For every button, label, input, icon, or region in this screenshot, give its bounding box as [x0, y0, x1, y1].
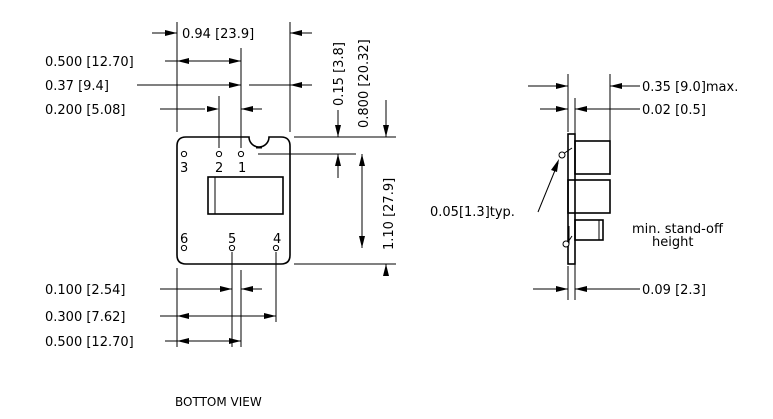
pin-6-pad: [180, 244, 188, 252]
dim-500-top: 0.500 [12.70]: [45, 48, 242, 148]
component-outline: [176, 136, 291, 265]
dim-bottom: 0.100 [2.54] 0.300 [7.62] 0.500 [12.70]: [45, 252, 277, 350]
label-200: 0.200 [5.08]: [45, 103, 125, 118]
label-0800: 0.800 [20.32]: [357, 39, 372, 128]
label-standoff-line1: min. stand-off: [632, 222, 724, 237]
label-standoff-value: 0.09 [2.3]: [642, 283, 706, 298]
label-side-max: 0.35 [9.0]max.: [642, 80, 738, 95]
dim-side-max: 0.35 [9.0]max. 0.02 [0.5]: [528, 74, 738, 175]
pin-3-pad: [180, 150, 188, 158]
side-view: 0.35 [9.0]max. 0.02 [0.5] 0.05[1.3]t: [430, 74, 738, 300]
caption-bottom-view: BOTTOM VIEW: [175, 395, 262, 409]
label-top-width: 0.94 [23.9]: [182, 27, 254, 42]
label-standoff-line2: height: [652, 235, 693, 250]
pin-4-pad: [272, 244, 280, 252]
pin-1-pad: [237, 150, 245, 158]
bottom-view: 3 2 1 6 5 4 0.94 [23.9] 0.500 [12.70]: [45, 22, 397, 409]
leader-lead-diameter: 0.05[1.3]typ.: [430, 159, 559, 220]
pin-label-4: 4: [273, 232, 281, 247]
dim-200: 0.200 [5.08]: [45, 96, 262, 148]
label-015: 0.15 [3.8]: [332, 42, 347, 106]
pin-label-6: 6: [180, 232, 188, 247]
label-side-tab: 0.02 [0.5]: [642, 103, 706, 118]
core-window: [207, 176, 284, 215]
dim-right-vertical: 0.15 [3.8] 0.800 [20.32] 1.10 [27.9]: [258, 39, 397, 276]
label-500-top: 0.500 [12.70]: [45, 55, 134, 70]
pin-label-5: 5: [228, 232, 236, 247]
label-500-bottom: 0.500 [12.70]: [45, 335, 134, 350]
pin-label-3: 3: [180, 161, 188, 176]
label-100: 0.100 [2.54]: [45, 283, 125, 298]
pin-5-pad: [228, 244, 236, 252]
dim-standoff: 0.09 [2.3]: [533, 250, 706, 300]
label-110: 1.10 [27.9]: [382, 178, 397, 250]
label-300: 0.300 [7.62]: [45, 310, 125, 325]
dim-top-width: 0.94 [23.9]: [152, 22, 312, 132]
pin-2-pad: [215, 150, 223, 158]
side-profile: [558, 133, 611, 265]
dim-37: 0.37 [9.4]: [45, 79, 312, 94]
label-lead-diameter: 0.05[1.3]typ.: [430, 205, 515, 220]
pin-label-2: 2: [215, 161, 223, 176]
label-37: 0.37 [9.4]: [45, 79, 109, 94]
pin-label-1: 1: [238, 161, 246, 176]
